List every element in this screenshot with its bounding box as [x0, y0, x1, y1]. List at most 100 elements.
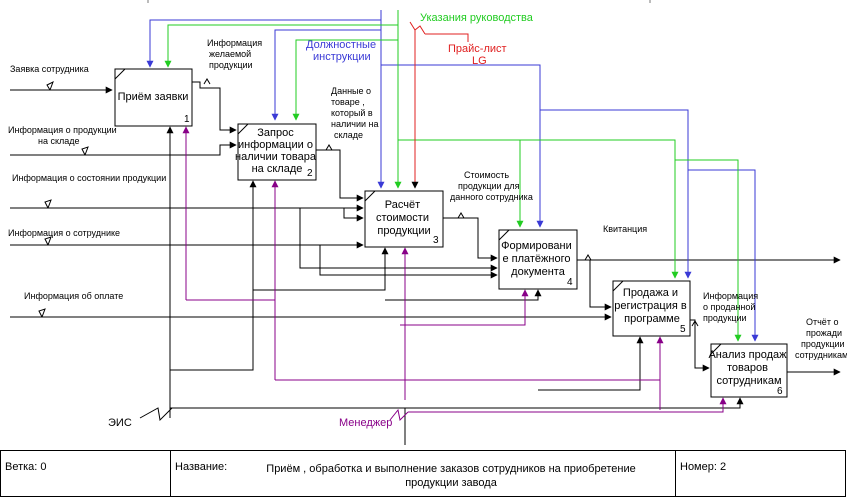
box-number: 3: [433, 235, 439, 246]
arrow-branch: [343, 208, 364, 222]
box-number: 1: [184, 114, 190, 125]
box-corner-mark: [498, 229, 510, 241]
activity-box: [364, 190, 444, 248]
manager-squiggle: [389, 408, 409, 422]
label-desired-product: Информация желаемой продукции: [207, 38, 265, 70]
mgmt-to-1: [164, 24, 398, 68]
label-price-list: Прайс-лист LG: [448, 43, 510, 67]
job-to-6: [688, 169, 759, 342]
footer-name-value: Приём , обработка и выполнение заказов с…: [266, 463, 636, 489]
squiggle: [584, 254, 592, 261]
arrow-desired-product: [192, 81, 237, 134]
diagram-footer: Ветка: 0 Название: Приём , обработка и в…: [0, 450, 846, 497]
label-report: Отчёт о прожади продукции сотрудникам: [795, 317, 847, 360]
box-corner-mark: [364, 190, 376, 202]
label-receipt: Квитанция: [603, 224, 647, 234]
idef0-diagram: Приём заявки 1 Запрос информации о налич…: [8, 0, 847, 445]
mgmt-to-6: [675, 159, 742, 342]
box-corner-mark: [710, 343, 722, 355]
arrow-stock-info: [10, 141, 237, 156]
squiggle: [691, 320, 699, 327]
arrow-goods-data: [316, 149, 364, 202]
job-to-4: [381, 64, 544, 228]
job-to-2: [271, 29, 381, 121]
input-labels: Заявка сотрудника Информация о продукции…: [8, 64, 166, 301]
box-3: Расчёт стоимости продукции 3: [364, 190, 444, 248]
squiggle: [46, 80, 54, 91]
arrow-sold-info: [690, 319, 710, 372]
box-corner-mark: [612, 280, 624, 292]
arrow-employee-to-4: [319, 245, 498, 279]
label-job-instructions: Должностные инструкции: [306, 39, 379, 63]
internal-flows: [192, 78, 841, 376]
label-goods-data: Данные о товаре , который в наличии на с…: [331, 86, 381, 140]
job-to-5: [540, 109, 692, 279]
control-management-lines: [164, 10, 742, 342]
box-title: Приём заявки: [118, 91, 189, 103]
box-title: Формировани е платёжного документа: [501, 240, 575, 278]
manager-to-6: [408, 397, 727, 413]
footer-name-cell: Название: Приём , обработка и выполнение…: [171, 451, 676, 496]
squiggle: [81, 146, 89, 156]
activity-box: [237, 123, 317, 181]
footer-branch-cell: Ветка: 0: [1, 451, 171, 496]
squiggle: [203, 78, 211, 85]
arrow-receipt-to-5: [589, 260, 612, 311]
box-number: 5: [680, 324, 686, 335]
flow-labels: Информация желаемой продукции Данные о т…: [207, 38, 847, 360]
label-eis: ЭИС: [108, 417, 132, 429]
label-management: Указания руководства: [420, 12, 534, 24]
control-job-lines: [146, 10, 759, 342]
label-employee-request: Заявка сотрудника: [10, 64, 89, 74]
manager-to-4: [400, 289, 529, 326]
activity-box: [710, 343, 788, 398]
squiggle: [44, 236, 52, 246]
eis-to-6: [169, 397, 744, 418]
box-4: Формировани е платёжного документа 4: [498, 229, 578, 290]
eis-to-3: [253, 247, 389, 291]
mechanism-eis-lines: [139, 126, 744, 445]
control-labels: Указания руководства Должностные инструк…: [306, 12, 534, 67]
box-5: Продажа и регистрация в программе 5: [612, 280, 691, 337]
box-number: 2: [307, 168, 313, 179]
eis-to-5: [538, 336, 644, 391]
eis-squiggle: [139, 407, 173, 422]
activity-box: [498, 229, 578, 290]
mgmt-to-5: [520, 139, 679, 279]
box-1: Приём заявки 1: [114, 68, 193, 127]
mgmt-to-2: [292, 39, 398, 121]
footer-name-label: Название:: [175, 461, 228, 473]
footer-number: Номер: 2: [680, 461, 727, 473]
squiggle: [457, 212, 465, 219]
box-title: Продажа и регистрация в программе: [614, 287, 690, 325]
activity-box: [114, 68, 193, 127]
box-title: Анализ продаж товаров сотрудникам: [708, 349, 789, 387]
eis-to-4: [385, 289, 542, 301]
footer-number-cell: Номер: 2: [676, 451, 846, 496]
box-2: Запрос информации о наличии товара на ск…: [235, 123, 319, 181]
label-employee-info: Информация о сотруднике: [8, 228, 120, 238]
control-price-lines: [409, 21, 469, 189]
box-corner-mark: [237, 123, 249, 135]
label-sold-info: Информация о проданной продукции: [703, 291, 761, 323]
mechanism-labels: ЭИС Менеджер: [108, 417, 392, 429]
squiggle: [38, 308, 46, 318]
label-manager: Менеджер: [339, 417, 392, 429]
squiggle: [44, 199, 52, 209]
footer-branch: Ветка: 0: [5, 461, 47, 473]
label-stock-info: Информация о продукции на складе: [8, 125, 119, 146]
activity-box: [612, 280, 691, 337]
box-title: Расчёт стоимости продукции: [376, 199, 432, 237]
box-number: 4: [567, 277, 573, 288]
label-cost: Стоимость продукции для данного сотрудни…: [450, 170, 533, 202]
price-squiggle: [409, 21, 426, 35]
box-title: Запрос информации о наличии товара на ск…: [235, 127, 319, 175]
squiggle: [325, 144, 333, 151]
label-product-state: Информация о состоянии продукции: [12, 173, 166, 183]
arrow-cost: [443, 217, 498, 262]
box-6: Анализ продаж товаров сотрудникам 6: [708, 343, 789, 398]
box-corner-mark: [114, 68, 126, 80]
label-payment-info: Информация об оплате: [24, 291, 123, 301]
eis-to-2: [170, 180, 257, 371]
arrow-state-to-4: [299, 208, 498, 272]
